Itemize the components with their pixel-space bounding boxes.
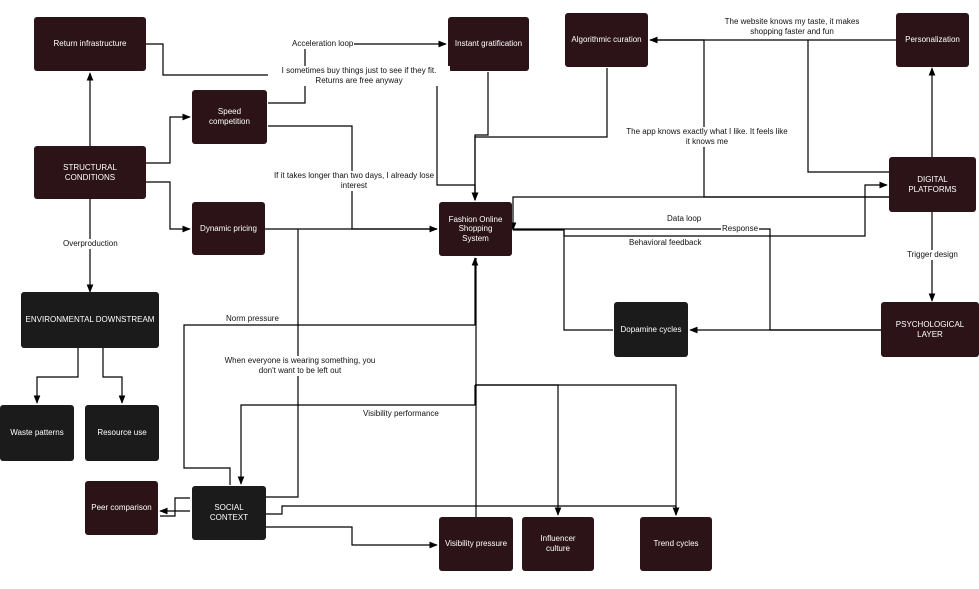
node-personalization: Personalization <box>896 13 969 67</box>
node-digital-platforms: DIGITAL PLATFORMS <box>889 157 976 212</box>
quote-two-days: If it takes longer than two days, I alre… <box>272 171 436 191</box>
edge-instant-to-system <box>471 72 489 201</box>
edge-structural-to-pricing <box>145 181 191 233</box>
node-resource-use: Resource use <box>85 405 159 461</box>
edge-dopamine-to-system <box>563 229 613 331</box>
label-data-loop: Data loop <box>666 214 703 224</box>
node-psychological-layer: PSYCHOLOGICAL LAYER <box>881 302 979 357</box>
node-trend-cycles: Trend cycles <box>640 517 712 571</box>
node-algorithmic-curation: Algorithmic curation <box>565 13 648 67</box>
edge-social-norm-pressure <box>183 257 479 485</box>
node-environmental-downstream: ENVIRONMENTAL DOWNSTREAM <box>21 292 159 348</box>
edge-psych-to-system <box>513 228 881 331</box>
node-influencer-culture: Influencer culture <box>522 517 594 571</box>
quote-website-knows-taste: The website knows my taste, it makes sho… <box>706 17 878 37</box>
edge-environment-to-waste <box>33 348 79 404</box>
node-visibility-pressure: Visibility pressure <box>439 517 513 571</box>
edge-environment-to-resource <box>102 348 126 404</box>
node-waste-patterns: Waste patterns <box>0 405 74 461</box>
edge-system-to-influencer <box>475 384 562 516</box>
label-overproduction: Overproduction <box>62 239 119 249</box>
quote-app-knows: The app knows exactly what I like. It fe… <box>620 127 794 147</box>
label-acceleration-loop: Acceleration loop <box>291 39 355 49</box>
edge-platforms-to-algorithmic <box>807 40 889 173</box>
node-fashion-online-shopping-system: Fashion Online Shopping System <box>439 202 512 256</box>
edge-social-to-trend <box>266 505 680 516</box>
edge-social-to-system <box>266 229 299 498</box>
edge-visibility-performance <box>237 385 476 485</box>
quote-everyone-wearing: When everyone is wearing something, you … <box>222 356 378 376</box>
edge-algorithmic-to-system <box>471 68 608 201</box>
edge-system-to-trend <box>475 384 680 516</box>
edge-structural-to-speed <box>145 113 191 164</box>
node-speed-competition: Speed competition <box>192 90 267 144</box>
label-norm-pressure: Norm pressure <box>225 314 280 324</box>
label-response: Response <box>721 224 760 234</box>
node-peer-comparison: Peer comparison <box>85 481 158 535</box>
node-return-infrastructure: Return infrastructure <box>34 17 146 71</box>
node-social-context: SOCIAL CONTEXT <box>192 486 266 540</box>
edge-peer-to-social <box>160 497 190 517</box>
label-trigger-design: Trigger design <box>906 250 959 260</box>
edge-response <box>513 181 888 237</box>
node-structural-conditions: STRUCTURAL CONDITIONS <box>34 146 146 199</box>
label-behavioral-feedback: Behavioral feedback <box>628 238 703 248</box>
label-visibility-performance: Visibility performance <box>362 409 440 419</box>
edge-data-loop <box>509 196 889 231</box>
edge-social-to-visibility <box>266 526 438 549</box>
node-instant-gratification: Instant gratification <box>448 17 529 71</box>
node-dynamic-pricing: Dynamic pricing <box>192 202 265 255</box>
edge-platforms-to-system <box>650 39 889 198</box>
node-dopamine-cycles: Dopamine cycles <box>614 302 688 357</box>
quote-buy-to-see-fit: I sometimes buy things just to see if th… <box>268 66 450 86</box>
